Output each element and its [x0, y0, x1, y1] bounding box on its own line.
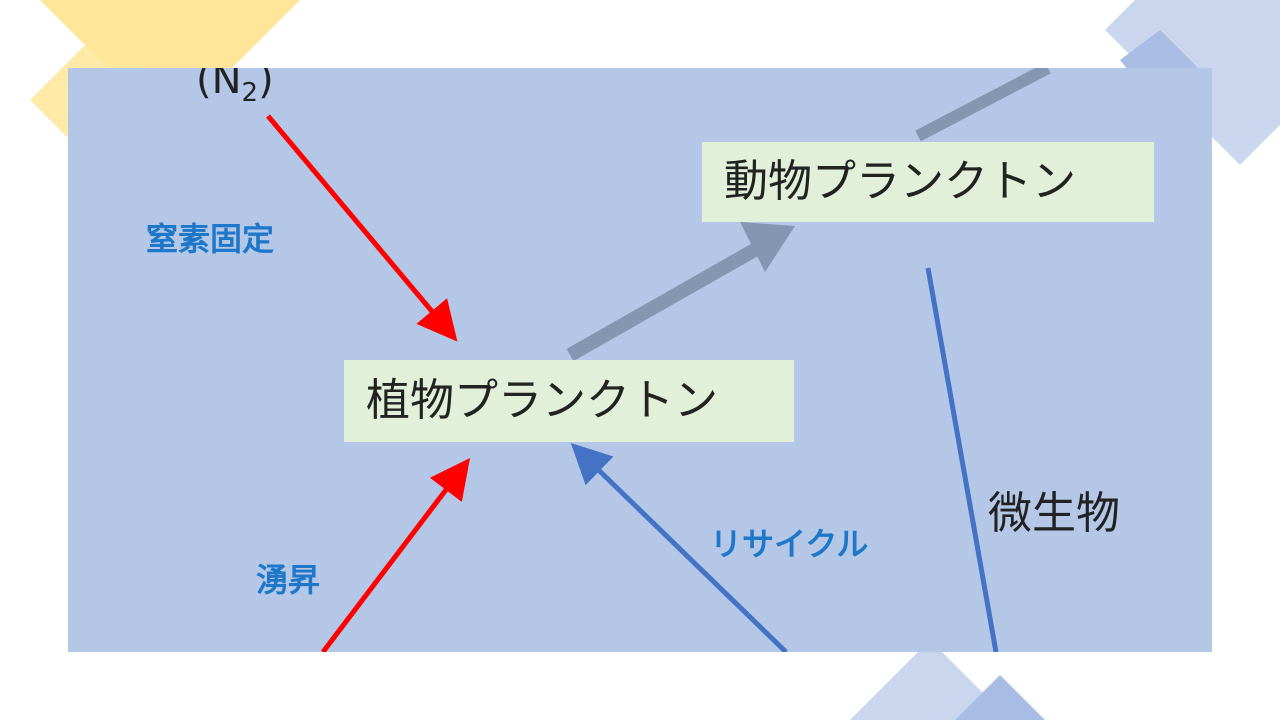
blue-diamond-bottom — [850, 640, 1010, 720]
microbes-label: 微生物 — [988, 488, 1120, 539]
upwelling-arrow — [321, 458, 471, 652]
grazing-arrow-head — [740, 222, 795, 272]
arrow-layer — [266, 68, 1051, 652]
phytoplankton-node: 植物プランクトン — [344, 360, 794, 442]
upper-gray-arrow — [915, 68, 1051, 142]
zooplankton-node: 動物プランクトン — [702, 142, 1154, 222]
nitrogen-fixation-label: 窒素固定 — [146, 220, 275, 258]
recycle-label: リサイクル — [710, 525, 869, 563]
microbes-line — [925, 267, 999, 652]
nitrogen-fixation-arrow — [266, 114, 458, 342]
grazing-arrow-shaft — [566, 241, 762, 362]
upwelling-label: 湧昇 — [256, 561, 321, 599]
nitrogen-symbol: N — [211, 68, 242, 103]
nitrogen-open-paren: ( — [196, 68, 212, 103]
nitrogen-label: (N2) — [196, 68, 274, 106]
nitrogen-subscript: 2 — [241, 78, 259, 108]
yellow-diamond-top — [0, 0, 300, 130]
nitrogen-close-paren: ) — [258, 68, 274, 103]
blue-diamond-bottom-inner — [955, 675, 1045, 720]
recycle-arrow — [570, 443, 788, 652]
diagram-panel: (N2) 窒素固定 湧昇 リサイクル 植物プランクトン 動物プランクトン 微生物 — [68, 68, 1212, 652]
